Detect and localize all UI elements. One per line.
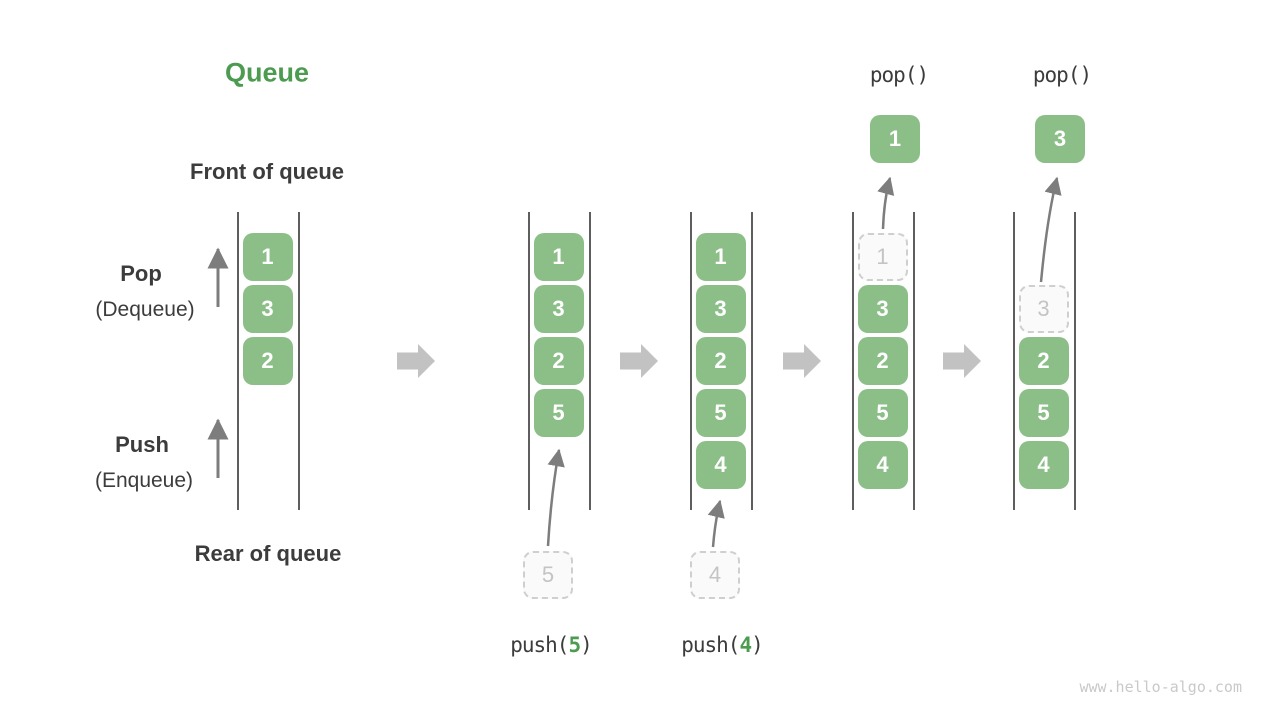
staging-item-dashed-value: 4 (708, 562, 722, 587)
queue-item-value: 5 (1037, 400, 1050, 425)
queue-item: 2 (857, 337, 908, 385)
staging-item-dashed: 5 (523, 551, 573, 599)
queue-item: 1 (242, 233, 293, 281)
pop-call-label: pop() (1032, 63, 1092, 87)
queue-item-value: 1 (261, 244, 274, 269)
queue-item: 3 (857, 285, 908, 333)
queue-item: 2 (695, 337, 746, 385)
popped-item-value: 3 (1053, 126, 1067, 151)
push-call-label: push(5) (510, 633, 593, 657)
queue-item: 3 (533, 285, 584, 333)
push-call-suffix: ) (580, 633, 593, 657)
rear-of-queue-label: Rear of queue (194, 541, 342, 566)
queue-item: 5 (857, 389, 908, 437)
queue-item: 4 (1018, 441, 1069, 489)
queue-item-value: 3 (714, 296, 727, 321)
queue-item-value: 2 (876, 348, 889, 373)
popped-item-value: 1 (888, 126, 902, 151)
queue-item-value: 4 (1037, 452, 1050, 477)
queue-item: 1 (695, 233, 746, 281)
queue-item: 1 (533, 233, 584, 281)
pop-call-label: pop() (869, 63, 929, 87)
push-call-prefix: push( (681, 633, 740, 657)
push-label: Push (115, 432, 169, 457)
queue-item-value: 1 (552, 244, 565, 269)
queue-item: 2 (533, 337, 584, 385)
queue-wall-right (751, 212, 753, 510)
staging-item-dashed: 4 (690, 551, 740, 599)
queue-item-value: 2 (261, 348, 274, 373)
push-call-argument: 5 (568, 633, 581, 657)
queue-item: 4 (695, 441, 746, 489)
front-of-queue-label: Front of queue (190, 159, 344, 184)
pop-arrow-icon (877, 176, 895, 230)
queue-item-dashed-value: 3 (1037, 296, 1050, 321)
push-call-argument: 4 (739, 633, 752, 657)
queue-item-value: 5 (552, 400, 565, 425)
popped-item: 1 (870, 115, 920, 163)
pop-arrow-icon (1039, 176, 1062, 283)
queue-item-dashed: 1 (857, 233, 908, 281)
dequeue-label: (Dequeue) (95, 298, 195, 321)
queue-item-value: 5 (714, 400, 727, 425)
queue-item: 5 (695, 389, 746, 437)
queue-wall-right (589, 212, 591, 510)
queue-item-value: 3 (876, 296, 889, 321)
queue-item: 2 (242, 337, 293, 385)
queue-wall-left (690, 212, 692, 510)
queue-item-dashed-value: 1 (876, 244, 889, 269)
queue-item: 3 (242, 285, 293, 333)
queue-wall-left (237, 212, 239, 510)
watermark: www.hello-algo.com (1079, 678, 1242, 696)
queue-item-value: 2 (1037, 348, 1050, 373)
flow-arrow-icon (783, 344, 821, 378)
queue-item: 2 (1018, 337, 1069, 385)
queue-item-value: 5 (876, 400, 889, 425)
queue-item-value: 2 (714, 348, 727, 373)
popped-item: 3 (1035, 115, 1085, 163)
push-arrow-icon (546, 448, 565, 547)
queue-item: 5 (1018, 389, 1069, 437)
enqueue-label: (Enqueue) (94, 469, 194, 492)
flow-arrow-icon (943, 344, 981, 378)
push-call-label: push(4) (681, 633, 764, 657)
queue-item-value: 2 (552, 348, 565, 373)
push-arrow-icon (707, 499, 725, 548)
staging-item-dashed-value: 5 (541, 562, 555, 587)
queue-wall-left (852, 212, 854, 510)
queue-item-value: 3 (552, 296, 565, 321)
flow-arrow-icon (397, 344, 435, 378)
queue-wall-left (528, 212, 530, 510)
queue-wall-right (1074, 212, 1076, 510)
push-call-prefix: push( (510, 633, 569, 657)
queue-item: 4 (857, 441, 908, 489)
queue-wall-right (298, 212, 300, 510)
diagram-title: Queue (224, 57, 310, 88)
queue-wall-left (1013, 212, 1015, 510)
queue-item: 5 (533, 389, 584, 437)
flow-arrow-icon (620, 344, 658, 378)
queue-item-value: 3 (261, 296, 274, 321)
queue-item-value: 4 (876, 452, 889, 477)
queue-item-dashed: 3 (1018, 285, 1069, 333)
queue-item-value: 4 (714, 452, 727, 477)
queue-wall-right (913, 212, 915, 510)
push-call-suffix: ) (751, 633, 764, 657)
queue-item-value: 1 (714, 244, 727, 269)
pop-label: Pop (120, 261, 162, 286)
queue-item: 3 (695, 285, 746, 333)
